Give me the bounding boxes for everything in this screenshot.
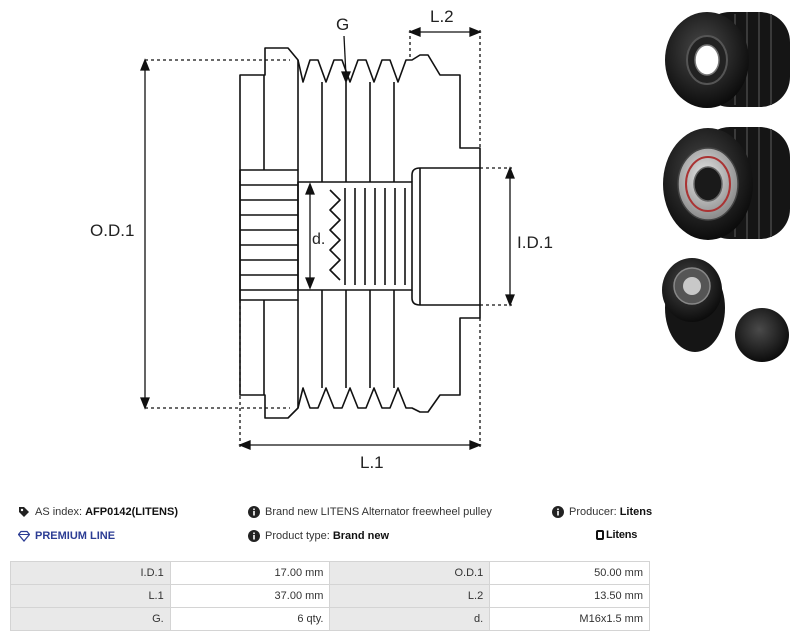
- product-type-value: Brand new: [332, 530, 390, 542]
- litens-logo-icon: [596, 530, 604, 540]
- technical-drawing: G L.2 O.D.1 I.D.1 d. L.1: [90, 7, 553, 472]
- as-index-label: AS index:: [35, 506, 83, 518]
- pulley-photo-rear: [663, 127, 790, 240]
- label-d: d.: [312, 231, 325, 248]
- spec-row: G.6 qty.d.M16x1.5 mm: [10, 607, 650, 631]
- description-text: Brand new LITENS Alternator freewheel pu…: [265, 506, 492, 518]
- label-g: G: [336, 15, 349, 34]
- label-od1: O.D.1: [90, 221, 134, 240]
- product-photos: [662, 12, 790, 362]
- spec-value: 50.00 mm: [489, 561, 650, 585]
- product-type-label: Product type:: [265, 530, 330, 542]
- premium-line-text: PREMIUM LINE: [35, 530, 116, 542]
- spec-label: d.: [329, 607, 491, 631]
- spec-label: I.D.1: [10, 561, 171, 585]
- spec-label: O.D.1: [329, 561, 491, 585]
- producer-info: Producer: Litens: [552, 506, 652, 518]
- spec-label: L.1: [10, 584, 171, 608]
- producer-value: Litens: [619, 506, 653, 518]
- spec-label: L.2: [329, 584, 491, 608]
- producer-label: Producer:: [569, 506, 617, 518]
- label-l1: L.1: [360, 453, 384, 472]
- pulley-outline: [239, 47, 481, 419]
- as-index-info: AS index: AFP0142(LITENS): [18, 506, 178, 518]
- spec-value: 13.50 mm: [489, 584, 650, 608]
- info-icon: [248, 530, 260, 542]
- spec-label: G.: [10, 607, 171, 631]
- label-id1: I.D.1: [517, 233, 553, 252]
- spec-value: 17.00 mm: [169, 561, 331, 585]
- info-icon: [552, 506, 564, 518]
- pulley-photo-front: [665, 12, 790, 108]
- spec-value: 37.00 mm: [169, 584, 331, 608]
- info-icon: [248, 506, 260, 518]
- product-type-info: Product type: Brand new: [248, 530, 389, 542]
- spec-value: M16x1.5 mm: [489, 607, 650, 631]
- tag-icon: [18, 506, 30, 518]
- as-index-value: AFP0142(LITENS): [85, 506, 179, 518]
- litens-logo: Litens: [596, 529, 637, 541]
- litens-logo-text: Litens: [606, 529, 638, 541]
- label-l2: L.2: [430, 7, 454, 26]
- spec-value: 6 qty.: [169, 607, 331, 631]
- description-info: Brand new LITENS Alternator freewheel pu…: [248, 506, 492, 518]
- premium-line-badge: PREMIUM LINE: [17, 530, 116, 543]
- pulley-photo-with-cap: [662, 258, 789, 362]
- diamond-icon: [17, 530, 31, 543]
